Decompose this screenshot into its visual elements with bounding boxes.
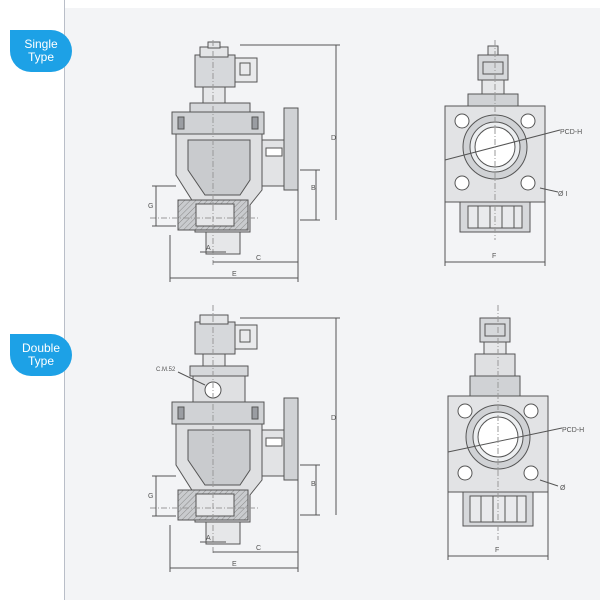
double-type-badge-line1: Double: [21, 341, 61, 355]
double-side-view: [150, 305, 340, 572]
single-label-a: A: [206, 245, 211, 252]
solenoid-coil: [194, 54, 236, 88]
single-type-badge-line2: Type: [27, 50, 54, 64]
single-label-g: G: [148, 203, 153, 210]
single-front-view: [444, 40, 561, 266]
single-label-b: B: [311, 185, 316, 192]
single-label-d: D: [331, 135, 336, 142]
double-label-g: G: [148, 493, 153, 500]
single-type-badge: Single Type: [10, 30, 72, 72]
single-side-view: [150, 40, 340, 282]
connector: [234, 57, 258, 83]
single-type-badge-line1: Single: [24, 37, 58, 51]
single-label-c: C: [256, 255, 261, 262]
double-label-caption: C.M.52: [156, 367, 176, 373]
top-cover: [171, 111, 265, 135]
double-label-hole: Ø: [560, 485, 566, 492]
separator-line: [64, 0, 65, 600]
double-label-a: A: [206, 535, 211, 542]
double-label-pcd: PCD-H: [562, 427, 584, 434]
double-label-b: B: [311, 481, 316, 488]
single-label-pcd: PCD-H: [560, 129, 582, 136]
left-margin: [0, 0, 62, 600]
double-label-c: C: [256, 545, 261, 552]
double-label-d: D: [331, 415, 336, 422]
single-label-f: F: [492, 253, 496, 260]
double-label-f: F: [495, 547, 499, 554]
double-type-badge: Double Type: [10, 334, 72, 376]
outlet-flange: [283, 107, 299, 191]
double-front-view: [447, 305, 563, 560]
double-type-badge-line2: Type: [27, 354, 54, 368]
double-label-e: E: [232, 561, 237, 568]
single-label-hole: Ø I: [558, 191, 567, 198]
single-label-e: E: [232, 271, 237, 278]
